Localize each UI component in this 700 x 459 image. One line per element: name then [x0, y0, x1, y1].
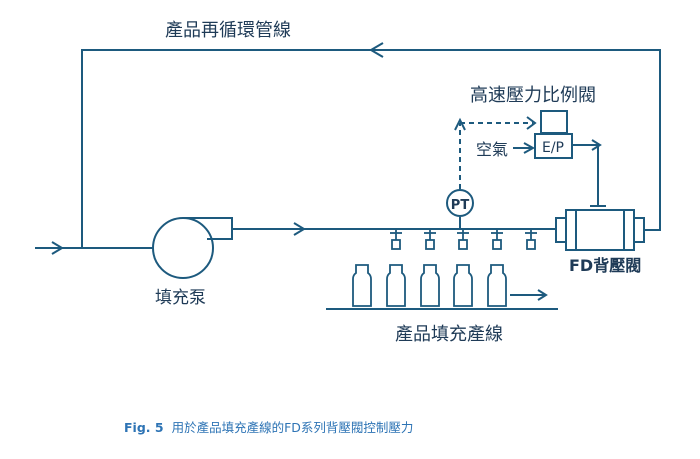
- nozzle-3: [457, 229, 469, 250]
- figure-caption-text: 用於產品填充產線的FD系列背壓閥控制壓力: [172, 420, 414, 435]
- label-back-pressure-valve: FD背壓閥: [569, 256, 641, 275]
- nozzle-4: [491, 229, 503, 250]
- bottle-5: [487, 264, 507, 307]
- main-product-line: [232, 222, 556, 236]
- conveyor: [326, 289, 558, 310]
- ep-converter: [534, 110, 573, 159]
- ep-to-valve-line: [572, 139, 602, 206]
- filling-pump: [152, 217, 233, 279]
- inlet-pipe: [35, 241, 153, 255]
- filling-nozzles: [390, 229, 537, 250]
- figure-caption: Fig. 5 用於產品填充產線的FD系列背壓閥控制壓力: [124, 420, 413, 435]
- bottle-2: [386, 264, 406, 307]
- fd-back-pressure-valve: [555, 205, 645, 251]
- bottle-1: [352, 264, 372, 307]
- signal-line: [454, 116, 537, 189]
- nozzle-2: [424, 229, 436, 250]
- label-proportional-valve: 高速壓力比例閥: [470, 85, 596, 106]
- label-pump: 填充泵: [155, 288, 206, 308]
- bottle-4: [453, 264, 473, 307]
- nozzle-1: [390, 229, 402, 250]
- nozzle-5: [525, 229, 537, 250]
- bottle-3: [420, 264, 440, 307]
- label-air: 空氣: [476, 140, 508, 159]
- label-recirculation-line: 產品再循環管線: [165, 20, 291, 41]
- label-filling-line: 產品填充產線: [395, 324, 503, 345]
- recirculation-loop: [81, 42, 661, 248]
- label-ep: E/P: [542, 140, 564, 156]
- label-pt: PT: [451, 198, 470, 213]
- figure-number: Fig. 5: [124, 420, 164, 435]
- pressure-transmitter: [446, 189, 474, 229]
- bottles: [352, 264, 507, 307]
- air-line: [513, 142, 536, 154]
